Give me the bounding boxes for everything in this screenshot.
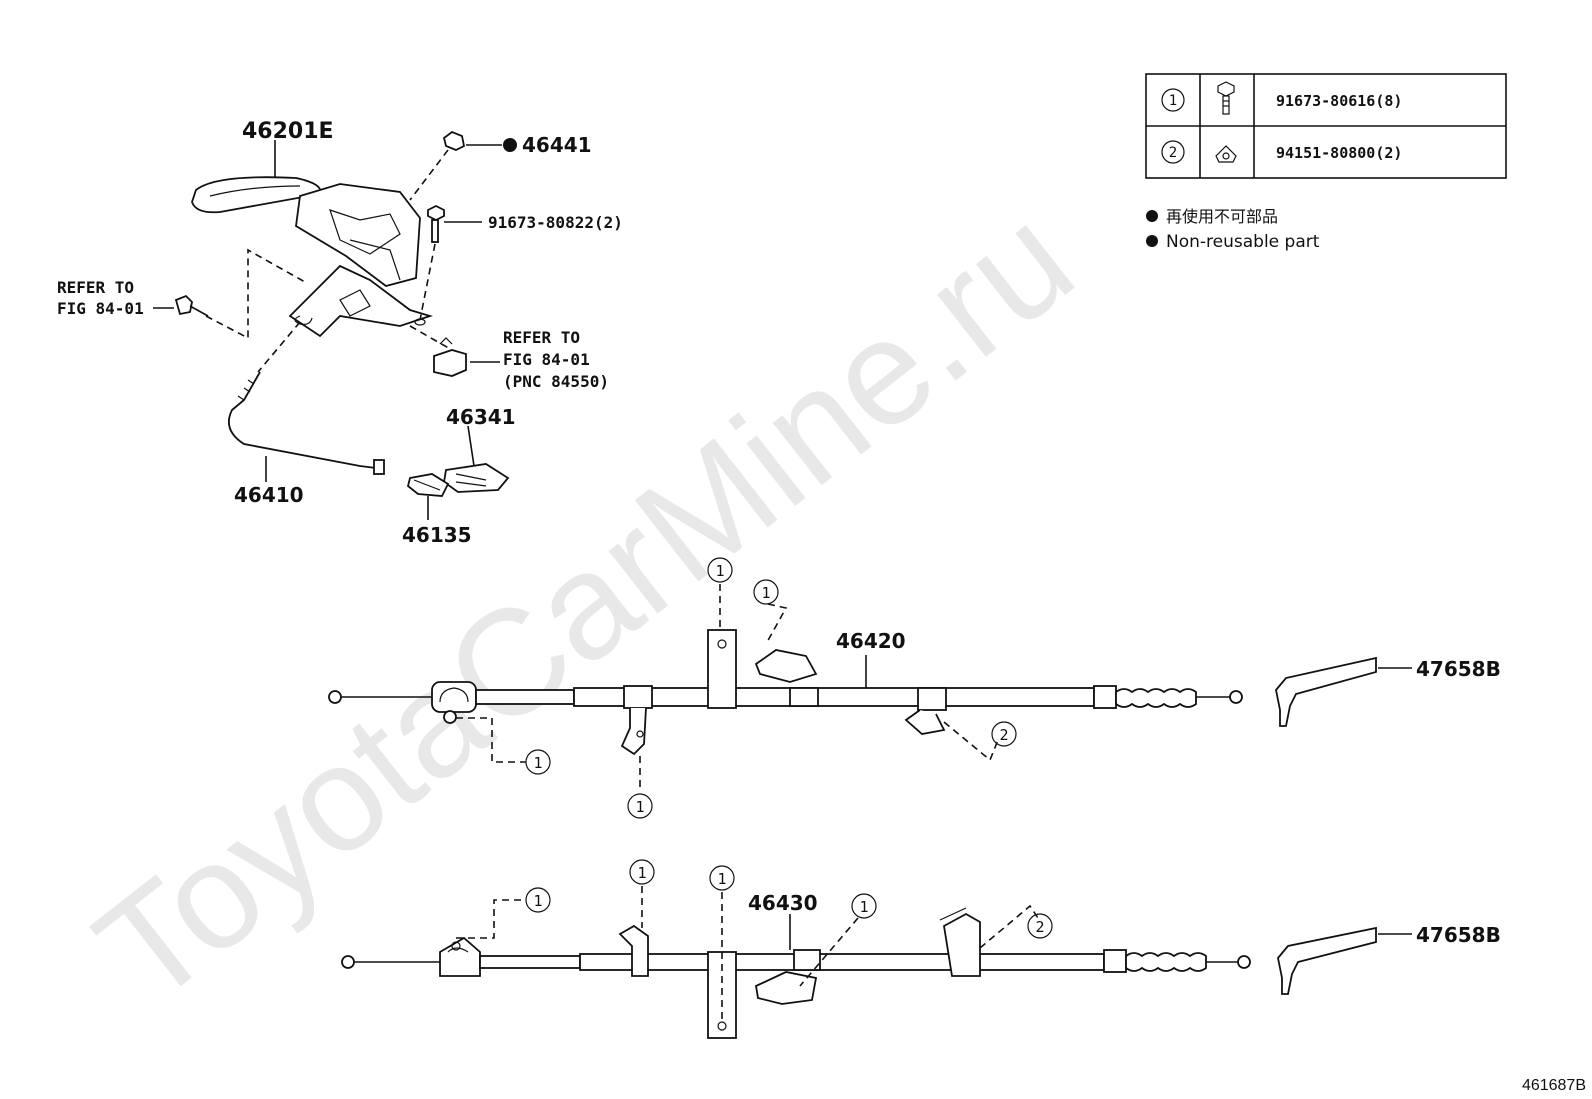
- callout-1: 1: [456, 717, 551, 775]
- svg-text:1: 1: [761, 584, 770, 602]
- refer-note-right-line1: REFER TO: [503, 328, 580, 347]
- bolt-icon: [1217, 81, 1235, 115]
- legend-japanese: 再使用不可部品: [1166, 207, 1278, 226]
- refer-note-right-line2: FIG 84-01: [503, 350, 590, 369]
- clip-46441[interactable]: [442, 130, 466, 151]
- parking-brake-lever[interactable]: [191, 176, 433, 338]
- screw-icon[interactable]: [174, 294, 209, 317]
- label-47658B-top: 47658B: [1416, 657, 1501, 681]
- callout-1: 1: [709, 865, 735, 1020]
- non-reusable-dot-icon: [1146, 210, 1158, 222]
- svg-text:1: 1: [533, 892, 542, 910]
- figure-code: 461687B: [1522, 1077, 1586, 1094]
- nut-icon: [1215, 145, 1237, 163]
- non-reusable-dot-icon: [1146, 235, 1158, 247]
- label-46410: 46410: [234, 483, 304, 507]
- callout-2: 2: [979, 904, 1053, 949]
- callout-1: 1: [629, 859, 655, 928]
- refer-note-left-line1: REFER TO: [57, 278, 134, 297]
- label-47658B-bottom: 47658B: [1416, 923, 1501, 947]
- cable-46430[interactable]: [341, 907, 1251, 1039]
- svg-text:1: 1: [533, 754, 542, 772]
- part-number: 94151-80800(2): [1276, 144, 1402, 162]
- part-number: 91673-80616(8): [1276, 92, 1402, 110]
- callout-number: 1: [1169, 93, 1177, 109]
- callout-1: 1: [456, 887, 551, 939]
- part-46135[interactable]: [406, 473, 450, 497]
- svg-text:1: 1: [717, 870, 726, 888]
- legend: 再使用不可部品 Non-reusable part: [1146, 207, 1320, 252]
- label-46341: 46341: [446, 405, 516, 429]
- callout-1: 1: [753, 579, 788, 645]
- callout-1: 1: [627, 756, 653, 819]
- label-46135: 46135: [402, 523, 472, 547]
- svg-text:1: 1: [635, 798, 644, 816]
- svg-text:1: 1: [859, 898, 868, 916]
- non-reusable-dot-icon: [503, 138, 517, 152]
- table-row: 2 94151-80800(2): [1161, 140, 1402, 164]
- part-47658B-bottom[interactable]: [1277, 926, 1377, 995]
- callout-2: 2: [943, 721, 1017, 762]
- fastener-table: 1 91673-80616(8) 2 94151-80800(2): [1145, 73, 1507, 179]
- callout-1: 1: [799, 893, 877, 987]
- callout-number: 2: [1169, 145, 1177, 161]
- part-46341[interactable]: [443, 463, 510, 493]
- label-46420: 46420: [836, 629, 906, 653]
- svg-text:2: 2: [999, 726, 1008, 744]
- refer-note-left-line2: FIG 84-01: [57, 299, 144, 318]
- refer-note-right-line3: (PNC 84550): [503, 372, 609, 391]
- label-46430: 46430: [748, 891, 818, 915]
- cable-46410[interactable]: [228, 321, 385, 475]
- svg-text:2: 2: [1035, 918, 1044, 936]
- label-91673-80822: 91673-80822(2): [488, 213, 623, 232]
- watermark: ToyotaCarMine.ru: [66, 174, 1102, 1035]
- svg-text:1: 1: [637, 864, 646, 882]
- label-46201E: 46201E: [242, 119, 334, 144]
- cable-46420[interactable]: [328, 629, 1243, 756]
- table-row: 1 91673-80616(8): [1161, 81, 1402, 115]
- legend-english: Non-reusable part: [1166, 232, 1320, 252]
- callout-1: 1: [707, 557, 733, 630]
- svg-text:1: 1: [715, 562, 724, 580]
- bolt-91673-80822[interactable]: [427, 204, 445, 243]
- connector-84550[interactable]: [433, 337, 467, 377]
- part-47658B-top[interactable]: [1275, 656, 1377, 727]
- label-46441: 46441: [522, 133, 592, 157]
